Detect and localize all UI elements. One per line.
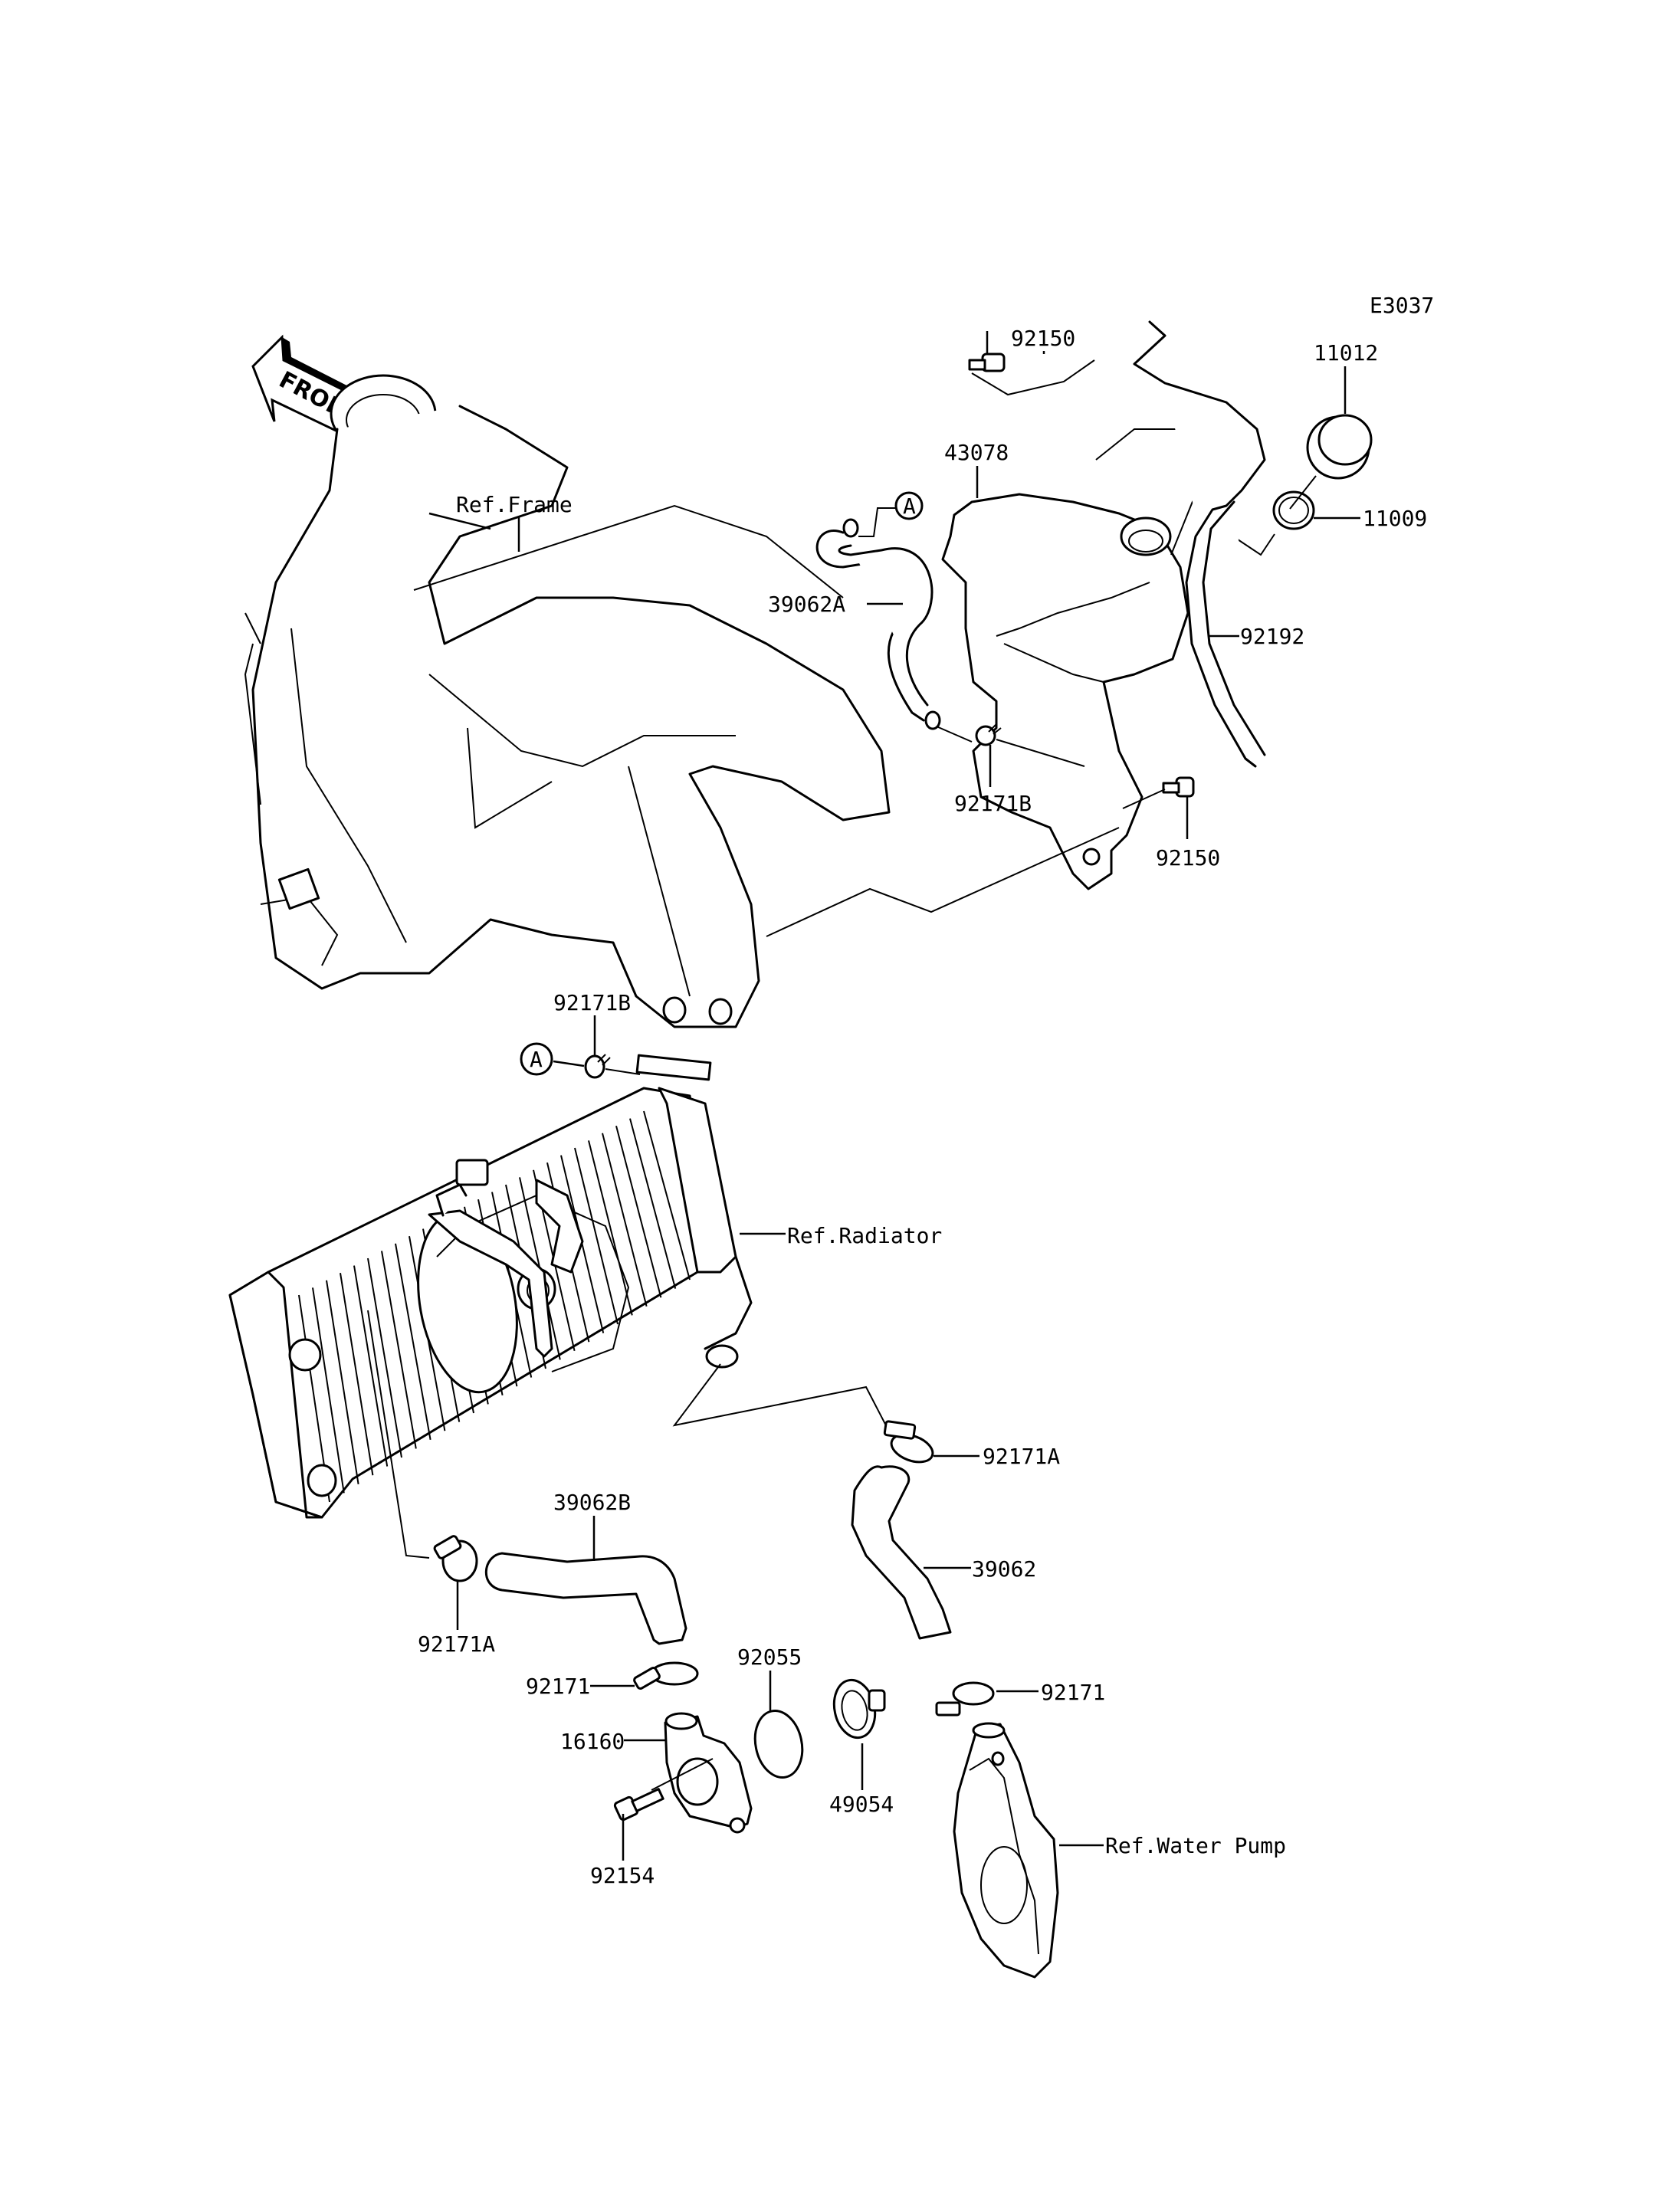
radiator-fin	[326, 1280, 359, 1484]
reserve-hose-39062a-inner	[838, 544, 934, 707]
radiator-fin	[381, 1251, 417, 1449]
drain-hose-92192-inner	[1202, 500, 1266, 756]
connector-a-upper-marker	[894, 491, 924, 520]
radiator-fin	[588, 1140, 633, 1316]
radiator-drawing	[228, 1054, 753, 1519]
clamp-92171-left-icon	[633, 1661, 699, 1690]
radiator-fin	[312, 1287, 345, 1494]
connector-a-lower-leader	[553, 1060, 585, 1067]
part-39062a-label: 39062A	[768, 592, 845, 617]
ref-water-pump-label: Ref.Water Pump	[1105, 1833, 1286, 1858]
radiator-fin	[602, 1133, 648, 1307]
tank-filler-neck	[1120, 516, 1172, 556]
radiator-fin	[340, 1273, 374, 1476]
part-39062b-label: 39062B	[553, 1490, 631, 1515]
hose-39062-drawing	[851, 1465, 952, 1640]
clamp-b-upper-guide-2	[996, 739, 1085, 767]
tank-frame-guide-line	[766, 827, 1120, 937]
part-92171a-left-label: 92171A	[418, 1631, 495, 1657]
connector-a-lower-label: A	[530, 1047, 543, 1072]
tank-mount-hole	[1082, 848, 1101, 866]
part-43078-label: 43078	[944, 440, 1009, 465]
thermostat-cover-drawing	[664, 1712, 753, 1834]
cap-gasket-icon	[1272, 490, 1315, 530]
part-92171a-right-label: 92171A	[983, 1444, 1060, 1469]
connector-a-upper-leader	[858, 507, 907, 537]
tank-filler-neck-inner	[1128, 530, 1163, 553]
part-92150-top-label: 92150	[1011, 326, 1075, 351]
radiator-fin	[574, 1147, 619, 1325]
radiator-fin	[367, 1258, 402, 1458]
part-92171b-lower-label: 92171B	[553, 990, 631, 1015]
o-ring-92055-icon	[753, 1710, 804, 1779]
bolt-top-guide-line	[971, 359, 1095, 396]
reserve-hose-end-top	[842, 518, 859, 538]
drain-hose-92192-drawing	[1133, 320, 1266, 768]
radiator-clamp-guide-line	[367, 1310, 430, 1559]
cap-guide-line	[1289, 475, 1317, 510]
part-16160-label: 16160	[560, 1729, 625, 1754]
clamp-b-lower-guide	[605, 1068, 641, 1075]
part-49054-label: 49054	[829, 1792, 894, 1817]
part-39062-label: 39062	[972, 1556, 1036, 1582]
part-92171b-upper-label: 92171B	[954, 791, 1032, 816]
bolt-92154-icon	[613, 1788, 664, 1822]
tank-detail-2	[996, 582, 1150, 637]
bolt-92154-guide	[651, 1758, 714, 1791]
frame-drawing	[244, 374, 891, 1028]
connector-a-upper-label: A	[903, 494, 916, 519]
connector-a-lower-marker	[520, 1042, 553, 1076]
bolt-bottom-guide	[1122, 789, 1166, 809]
radiator-fin	[615, 1125, 662, 1298]
clamp-92171-right-icon	[935, 1681, 995, 1717]
part-92171-left-label: 92171	[526, 1674, 590, 1699]
reserve-hose-end-bottom	[924, 710, 941, 730]
thermostat-49054-icon	[832, 1678, 886, 1740]
water-pump-drawing	[953, 1722, 1059, 1979]
clamp-92171a-right-icon	[883, 1420, 934, 1464]
part-92192-label: 92192	[1240, 624, 1304, 649]
clamp-b-upper-guide	[936, 726, 973, 743]
radiator-fin	[353, 1265, 389, 1467]
part-11012-label: 11012	[1314, 340, 1378, 366]
ref-frame-label: Ref.Frame	[456, 492, 573, 517]
radiator-fin	[395, 1243, 431, 1440]
clamp-92171b-upper-icon	[975, 723, 1002, 746]
radiator-fin	[629, 1118, 677, 1289]
bolt-92150-top-icon	[968, 353, 1006, 372]
ref-frame-leader-2	[428, 512, 491, 530]
clamp-92171b-lower-icon	[584, 1054, 611, 1079]
part-92055-label: 92055	[737, 1644, 802, 1670]
part-92150-bottom-label: 92150	[1156, 845, 1220, 871]
diagram-code: E3037	[1370, 293, 1434, 318]
part-92154-label: 92154	[590, 1863, 655, 1888]
radiator-fin	[643, 1110, 691, 1280]
filler-cap-icon	[1306, 414, 1373, 480]
gasket-guide-line	[1235, 533, 1275, 556]
radiator-hose-guide-line	[672, 1363, 890, 1432]
part-92171-right-label: 92171	[1041, 1680, 1105, 1705]
tank-detail	[1003, 643, 1104, 683]
part-11009-label: 11009	[1363, 506, 1427, 531]
hose-39062b-drawing	[484, 1552, 687, 1645]
ref-radiator-label: Ref.Radiator	[787, 1223, 942, 1248]
clamp-92171a-left-icon	[433, 1535, 478, 1582]
bolt-92150-bottom-icon	[1162, 776, 1195, 798]
